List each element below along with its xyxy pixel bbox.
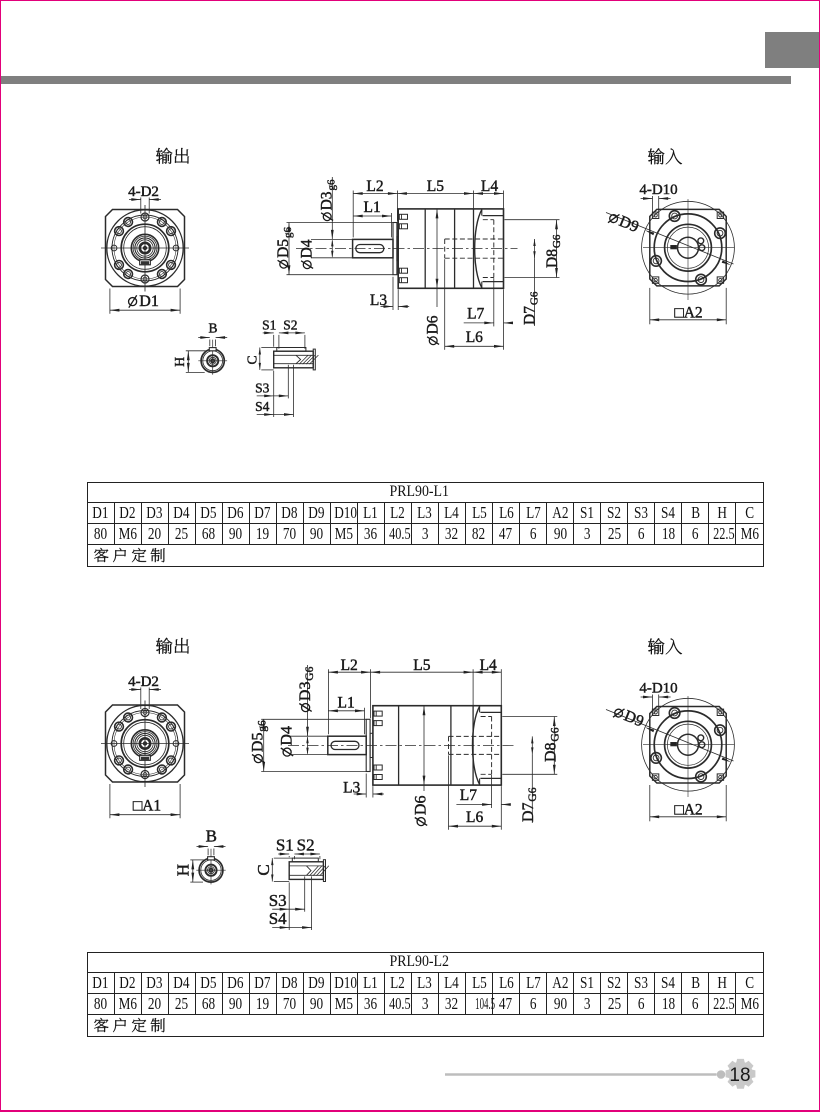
svg-text:L7: L7 (467, 306, 484, 323)
svg-text:G6: G6 (527, 787, 539, 801)
svg-text:4-D2: 4-D2 (128, 674, 159, 690)
svg-text:L7: L7 (460, 787, 477, 804)
svg-text:D4: D4 (299, 239, 316, 258)
svg-text:G6: G6 (551, 234, 563, 248)
svg-text:C: C (244, 355, 259, 364)
svg-text:S1: S1 (262, 318, 276, 333)
svg-text:L5: L5 (427, 178, 444, 195)
svg-text:4-D2: 4-D2 (128, 184, 159, 200)
svg-text:D8: D8 (543, 742, 560, 762)
svg-text:D9: D9 (622, 707, 647, 730)
svg-text:L3: L3 (343, 780, 360, 797)
svg-text:4-D10: 4-D10 (639, 182, 677, 198)
svg-text:□A1: □A1 (133, 798, 161, 815)
svg-text:B: B (208, 321, 217, 336)
svg-text:□A2: □A2 (674, 304, 702, 321)
svg-text:S3: S3 (269, 891, 287, 910)
svg-text:L1: L1 (363, 199, 380, 216)
svg-text:D7: D7 (520, 802, 537, 822)
svg-text:g6: g6 (257, 720, 269, 732)
svg-text:D4: D4 (279, 726, 296, 746)
svg-text:D8: D8 (544, 249, 561, 268)
svg-text:g6: g6 (326, 179, 338, 191)
svg-text:g6: g6 (282, 227, 294, 239)
svg-text:D1: D1 (139, 293, 159, 310)
svg-text:D3: D3 (297, 682, 314, 702)
svg-text:S2: S2 (297, 836, 315, 855)
svg-text:C: C (254, 864, 273, 875)
svg-text:L5: L5 (413, 657, 430, 674)
svg-text:4-D10: 4-D10 (639, 681, 677, 697)
svg-text:S3: S3 (255, 381, 270, 396)
svg-text:□A2: □A2 (674, 801, 702, 818)
svg-text:D5: D5 (275, 239, 292, 258)
svg-text:D7: D7 (522, 306, 539, 325)
svg-text:S2: S2 (283, 318, 297, 333)
svg-text:D5: D5 (250, 733, 267, 753)
svg-text:D3: D3 (319, 191, 336, 210)
svg-text:B: B (206, 827, 217, 846)
svg-text:L6: L6 (466, 329, 483, 346)
svg-text:S4: S4 (269, 909, 287, 928)
svg-text:D6: D6 (413, 796, 430, 816)
svg-text:G6: G6 (529, 291, 541, 305)
svg-text:L4: L4 (480, 657, 497, 674)
svg-text:18: 18 (729, 1065, 750, 1086)
svg-text:G6: G6 (550, 727, 562, 741)
svg-text:H: H (172, 357, 187, 367)
svg-text:S4: S4 (255, 399, 270, 414)
svg-text:L2: L2 (366, 178, 383, 195)
svg-text:L2: L2 (341, 657, 358, 674)
svg-text:L4: L4 (481, 178, 498, 195)
svg-text:D6: D6 (425, 315, 442, 334)
svg-text:L6: L6 (466, 809, 483, 826)
svg-text:S1: S1 (276, 836, 294, 855)
svg-text:D9: D9 (617, 213, 642, 236)
svg-text:G6: G6 (304, 666, 316, 680)
svg-text:L1: L1 (337, 695, 354, 712)
svg-text:L3: L3 (370, 292, 387, 309)
svg-text:H: H (173, 864, 192, 876)
